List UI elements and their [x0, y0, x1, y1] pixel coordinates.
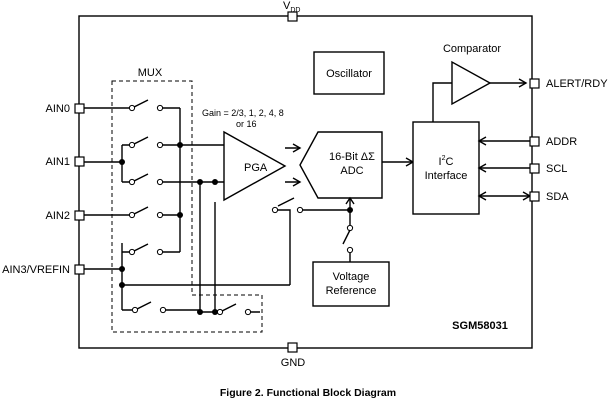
right-pin-wiring: [477, 136, 532, 201]
alert-pin: [529, 78, 540, 89]
voltage-reference-line2: Reference: [326, 285, 377, 297]
ain2-label: AIN2: [46, 210, 70, 222]
ain0-pin: [74, 103, 85, 114]
ain0-label: AIN0: [46, 103, 70, 115]
mux-boundary: [111, 80, 263, 333]
chip-outline: [78, 15, 533, 349]
ain3-label: AIN3/VREFIN: [2, 264, 70, 276]
pga-label: PGA: [244, 162, 268, 174]
oscillator-label: Oscillator: [326, 68, 372, 80]
vdd-pin: [287, 11, 298, 22]
ain3-pin: [74, 264, 85, 275]
pga-block: [223, 130, 287, 202]
sda-pin: [529, 191, 540, 202]
ain1-label: AIN1: [46, 156, 70, 168]
adc-label-line1: 16-Bit ΔΣ: [329, 151, 375, 163]
vdd-label: VDD: [283, 0, 300, 14]
sda-label: SDA: [546, 191, 569, 203]
voltage-reference-block: [312, 261, 390, 307]
gnd-pin: [287, 342, 298, 353]
comparator-label: Comparator: [443, 43, 501, 55]
adc-block: [299, 131, 383, 199]
i2c-interface-block: [412, 121, 480, 215]
i2c-label-line1: I2C: [439, 155, 454, 168]
gain-settings-line2: or 16: [236, 119, 257, 129]
i2c-label-line2: Interface: [425, 170, 468, 182]
gain-settings-line1: Gain = 2/3, 1, 2, 4, 8: [202, 108, 284, 118]
mux-switch-network: [84, 99, 290, 316]
comparator-block: [451, 60, 492, 106]
reference-switch-path: [271, 196, 355, 285]
gnd-label: GND: [281, 357, 306, 369]
pga-adc-link: [285, 147, 300, 183]
adc-label-line2: ADC: [340, 165, 363, 177]
voltage-reference-line1: Voltage: [333, 271, 370, 283]
scl-label: SCL: [546, 163, 567, 175]
mux-label: MUX: [138, 67, 163, 79]
ain1-pin: [74, 156, 85, 167]
addr-label: ADDR: [546, 136, 577, 148]
part-number: SGM58031: [452, 320, 508, 332]
figure-caption: Figure 2. Functional Block Diagram: [220, 387, 396, 399]
oscillator-block: [313, 51, 385, 95]
ain2-pin: [74, 210, 85, 221]
addr-pin: [529, 136, 540, 147]
scl-pin: [529, 163, 540, 174]
alert-label: ALERT/RDY: [546, 78, 608, 90]
